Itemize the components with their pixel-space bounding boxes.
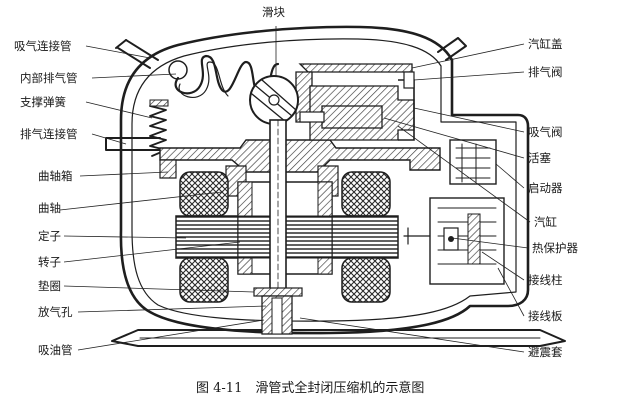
terminal-assembly bbox=[403, 197, 505, 285]
label-terminal-post: 接线柱 bbox=[528, 273, 563, 287]
crankshaft-part bbox=[269, 119, 287, 297]
label-discharge-connect-pipe: 排气连接管 bbox=[20, 127, 78, 141]
label-thermal-protector: 热保护器 bbox=[532, 241, 578, 255]
label-vent-hole: 放气孔 bbox=[38, 305, 73, 319]
starter-part bbox=[449, 139, 497, 185]
leader-lines bbox=[59, 26, 531, 353]
label-starter: 启动器 bbox=[528, 181, 563, 195]
label-support-spring: 支撑弹簧 bbox=[20, 95, 66, 109]
labels-left: 吸气连接管 内部排气管 支撑弹簧 排气连接管 曲轴箱 曲轴 定子 转子 垫圈 放… bbox=[14, 39, 78, 357]
label-crankcase: 曲轴箱 bbox=[38, 169, 73, 183]
cylinder-assembly bbox=[295, 63, 415, 141]
compressor-shell bbox=[119, 25, 530, 335]
label-oil-suction-pipe: 吸油管 bbox=[38, 343, 73, 357]
label-discharge-valve: 排气阀 bbox=[528, 65, 563, 79]
label-crankshaft: 曲轴 bbox=[38, 201, 61, 215]
labels-right: 汽缸盖 排气阀 吸气阀 活塞 启动器 汽缸 热保护器 接线柱 接线板 避震套 bbox=[528, 37, 578, 359]
discharge-connect-pipe-part bbox=[105, 137, 161, 151]
label-stator: 定子 bbox=[38, 229, 61, 243]
label-rotor: 转子 bbox=[38, 255, 61, 269]
label-slider: 滑块 bbox=[262, 5, 285, 19]
label-shock-absorber: 避震套 bbox=[528, 345, 563, 359]
label-washer: 垫圈 bbox=[38, 279, 61, 293]
suction-connect-pipe-part bbox=[115, 39, 159, 69]
label-terminal-board: 接线板 bbox=[528, 309, 563, 323]
label-internal-discharge-pipe: 内部排气管 bbox=[20, 71, 78, 85]
support-spring-part bbox=[149, 99, 169, 157]
labels-top: 滑块 bbox=[262, 5, 285, 19]
label-cylinder: 汽缸 bbox=[534, 215, 557, 229]
figure-caption: 图 4-11 滑管式全封闭压缩机的示意图 bbox=[196, 380, 424, 396]
top-right-pipe-stub bbox=[437, 37, 467, 61]
label-suction-connect-pipe: 吸气连接管 bbox=[14, 39, 72, 53]
label-piston: 活塞 bbox=[528, 151, 551, 165]
label-cylinder-cover: 汽缸盖 bbox=[528, 37, 563, 51]
slider-part bbox=[249, 75, 299, 125]
oil-suction-pipe-part bbox=[253, 287, 303, 335]
label-suction-valve: 吸气阀 bbox=[528, 125, 563, 139]
base-plate bbox=[111, 329, 566, 347]
